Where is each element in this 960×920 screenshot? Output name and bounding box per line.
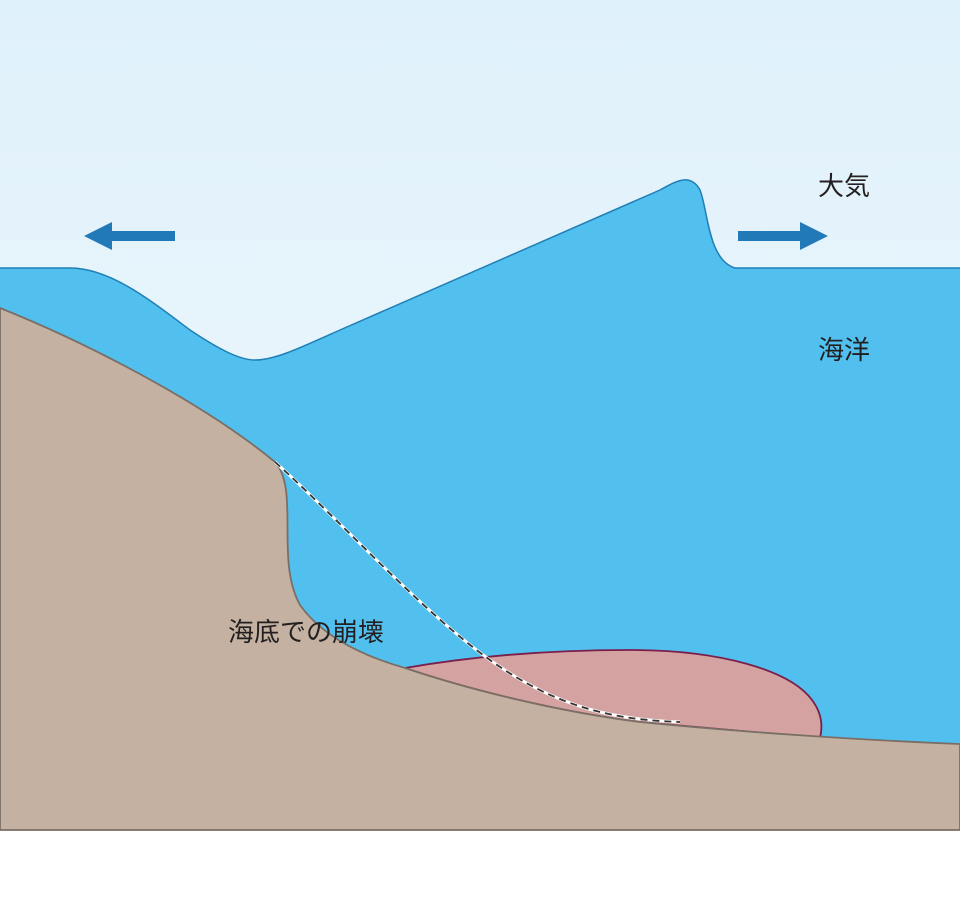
seafloor-collapse-label: 海底での崩壊: [228, 618, 385, 648]
sea-surface-line: [0, 179, 960, 361]
failure-surface-dashed: [274, 461, 681, 723]
seabed-region: [0, 307, 960, 831]
atmosphere-label: 大気: [818, 172, 871, 202]
arrow-right-icon: [738, 222, 828, 250]
ocean-label: 海洋: [818, 336, 871, 366]
arrow-left-icon: [84, 222, 175, 250]
